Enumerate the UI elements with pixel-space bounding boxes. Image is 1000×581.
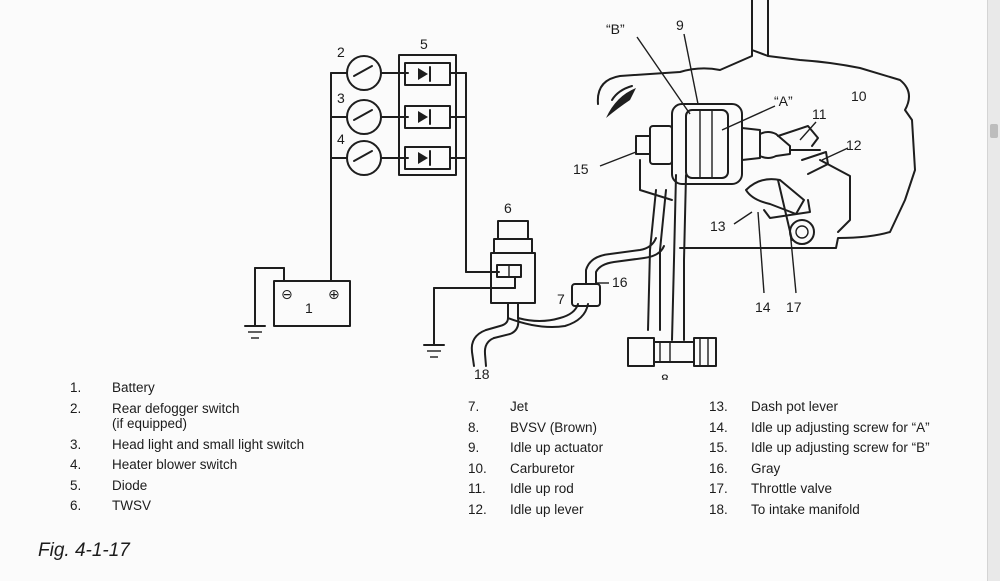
callout-7: 7: [557, 291, 565, 307]
legend-text: Dash pot lever: [751, 399, 839, 414]
legend-number: 8.: [468, 419, 480, 435]
callout-14: 14: [755, 299, 771, 315]
legend-item: 11. Idle up rod: [468, 479, 603, 500]
callout-8: 8: [661, 371, 669, 380]
callout-13: 13: [710, 218, 726, 234]
vacuum-hoses: [647, 174, 687, 341]
callout-1: 1: [305, 300, 313, 316]
legend-text: Diode: [112, 477, 148, 493]
legend-item: 17. Throttle valve: [709, 479, 930, 500]
legend-item: 2. Rear defogger switch: [70, 399, 304, 420]
legend-item: 9. Idle up actuator: [468, 438, 603, 459]
legend-number: 4.: [70, 457, 82, 472]
callout-2: 2: [337, 44, 345, 60]
legend-text: Idle up adjusting screw for “B”: [751, 440, 930, 455]
legend-number: 14.: [709, 419, 728, 435]
legend-column-3: 13. Dash pot lever 14. Idle up adjusting s…: [709, 397, 930, 520]
legend-item: 6. TWSV: [70, 496, 304, 517]
legend-text: Idle up lever: [510, 501, 584, 517]
legend-number: 3.: [70, 436, 82, 452]
idle-up-actuator: [635, 103, 821, 185]
legend-number: 1.: [70, 380, 82, 395]
legend-item: 10. Carburetor: [468, 459, 603, 480]
legend-item: 4. Heater blower switch: [70, 455, 304, 476]
legend-column-2: 7.Jet 8.BVSV (Brown) 9.Idle up actuator …: [468, 397, 603, 520]
legend-item: 13. Dash pot lever: [709, 397, 930, 418]
legend-item: 1. Battery: [70, 378, 304, 399]
callout-10: 10: [851, 88, 867, 104]
callout-17: 17: [786, 299, 802, 315]
callout-15: 15: [573, 161, 589, 177]
scrollbar-thumb[interactable]: [990, 124, 998, 138]
legend-number: 9.: [468, 440, 480, 455]
callout-18: 18: [474, 366, 490, 380]
legend-text: Jet: [510, 399, 529, 414]
legend-number: 18.: [709, 501, 728, 517]
callout-B: “B”: [606, 21, 625, 37]
legend-number: 17.: [709, 481, 728, 496]
legend-text: Rear defogger switch: [112, 400, 240, 416]
callout-5: 5: [420, 36, 428, 52]
legend-number: 11.: [468, 481, 486, 496]
legend-number: 15.: [709, 440, 728, 455]
carburetor: [596, 0, 916, 249]
callout-6: 6: [504, 200, 512, 216]
battery: ⊖ ⊕: [244, 72, 351, 339]
legend-item: 8. BVSV (Brown): [468, 418, 603, 439]
legend-item: 3. Head light and small light switch: [70, 435, 304, 456]
twsv-valve: [423, 220, 536, 358]
callout-4: 4: [337, 131, 345, 147]
legend-text: Gray: [751, 460, 781, 476]
legend-number: 6.: [70, 498, 82, 513]
legend-text: Idle up actuator: [510, 440, 604, 455]
legend-number: 13.: [709, 399, 728, 414]
legend-number: 16.: [709, 460, 728, 476]
bvsv-valve: [627, 337, 717, 367]
legend-item: 5. Diode: [70, 476, 304, 497]
diode-box: [398, 54, 500, 273]
legend-text: Head light and small light switch: [112, 436, 305, 452]
switch-circles: [330, 55, 409, 176]
legend-item: 15. Idle up adjusting screw for “B”: [709, 438, 930, 459]
legend-item: 16. Gray: [709, 459, 930, 480]
figure-caption: Fig. 4-1-17: [38, 540, 130, 561]
legend-number: 2.: [70, 400, 82, 416]
legend-item: 12. Idle up lever: [468, 500, 603, 521]
legend-item: 14. Idle up adjusting screw for “A”: [709, 418, 930, 439]
callout-A: “A”: [774, 93, 793, 109]
callout-11: 11: [812, 106, 827, 122]
legend-item: 7. Jet: [468, 397, 603, 418]
legend-text: Carburetor: [510, 460, 575, 476]
callout-12: 12: [846, 137, 862, 153]
wiring-diagram: ⊖ ⊕ 1 2 3 4: [244, 0, 916, 380]
legend-text: BVSV (Brown): [510, 419, 598, 435]
legend-number: 12.: [468, 501, 487, 517]
legend-text: Idle up adjusting screw for “A”: [751, 419, 930, 435]
callout-16: 16: [612, 274, 628, 290]
legend-text: To intake manifold: [751, 501, 860, 517]
legend-number: 10.: [468, 460, 487, 476]
legend-text: TWSV: [112, 498, 151, 513]
legend-subtext: (if equipped): [112, 416, 188, 431]
callout-9: 9: [676, 17, 684, 33]
legend-text: Throttle valve: [751, 481, 833, 496]
idle-up-linkage: [745, 125, 829, 245]
scrollbar-track[interactable]: [987, 0, 1000, 581]
legend-text: Heater blower switch: [112, 457, 238, 472]
intake-hose: [470, 303, 589, 367]
battery-plus-symbol: ⊕: [328, 286, 340, 302]
legend-column-1: 1. Battery 2. Rear defogger switch (if equ…: [70, 378, 304, 517]
legend-item: 18. To intake manifold: [709, 500, 930, 521]
callout-3: 3: [337, 90, 345, 106]
legend-number: 7.: [468, 399, 480, 414]
legend-number: 5.: [70, 477, 82, 493]
legend-text: Battery: [112, 380, 155, 395]
battery-minus-symbol: ⊖: [281, 286, 293, 302]
legend-text: Idle up rod: [510, 481, 574, 496]
